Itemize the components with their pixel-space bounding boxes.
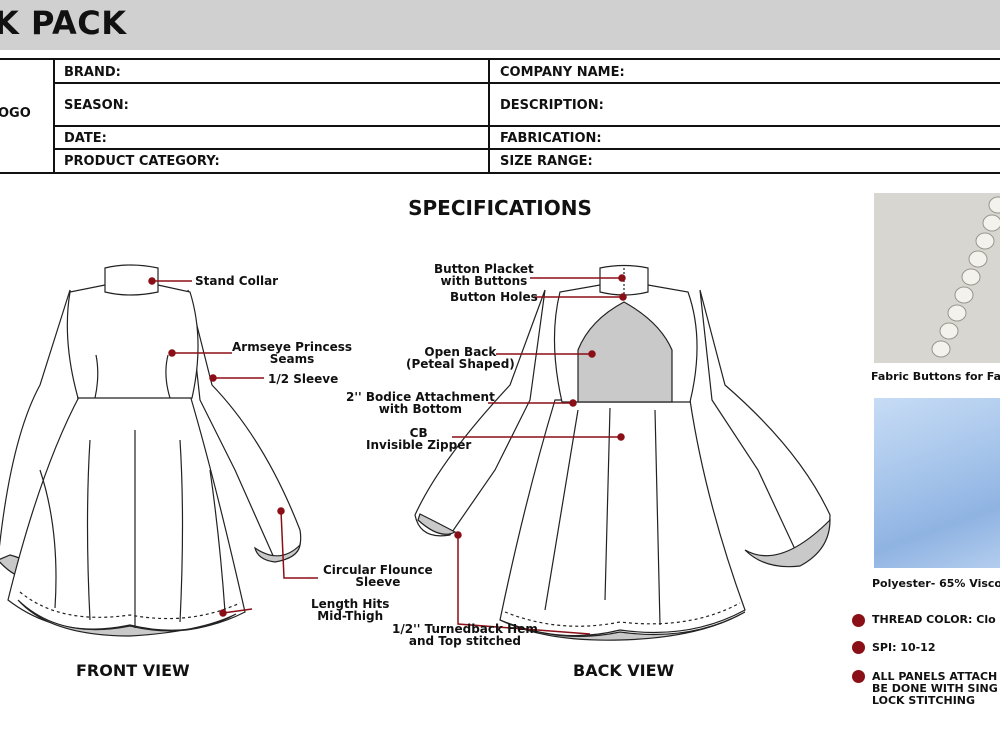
callout-invisible-zipper: CB Invisible Zipper [366,426,472,452]
fabrication-field: FABRICATION: [500,131,602,146]
table-row-divider [55,82,1000,84]
table-col-divider [488,58,490,174]
callout-circular-flounce: Circular Flounce Sleeve [323,563,433,589]
fabric-composition-caption: Polyester- 65% Visco [872,577,1000,590]
company-name-field: COMPANY NAME: [500,65,625,80]
bullet-icon [852,641,865,654]
description-field: DESCRIPTION: [500,98,604,113]
callout-armseye-princess-seams: Armseye Princess Seams [232,340,353,366]
callout-turnedback-hem: 1/2'' Turnedback Hem and Top stitched [392,622,538,648]
front-view-label: FRONT VIEW [76,661,190,680]
brand-field: BRAND: [64,65,121,80]
thread-color-note: THREAD COLOR: Clo Fal [872,613,996,626]
callout-button-placket: Button Placket with Buttons [434,262,534,288]
fabric-swatch-image [874,398,1000,568]
callout-stand-collar: Stand Collar [195,274,279,288]
table-border-bottom [0,172,1000,174]
back-view-label: BACK VIEW [573,661,675,680]
season-field: SEASON: [64,98,129,113]
info-table: OGO BRAND: COMPANY NAME: SEASON: DESCRIP… [0,58,1000,174]
date-field: DATE: [64,131,107,146]
table-col-divider [53,58,55,174]
table-row-divider [55,125,1000,127]
header-banner: K PACK [0,0,1000,50]
table-border-top [0,58,1000,60]
table-row-divider [55,148,1000,150]
fabric-buttons-caption: Fabric Buttons for Fas [871,370,1000,383]
specifications-title: SPECIFICATIONS [408,196,592,220]
logo-cell: OGO [0,106,31,121]
spi-note: SPI: 10-12 [872,641,936,654]
fabric-buttons-image [874,193,1000,363]
callout-button-holes: Button Holes [450,290,538,304]
product-category-field: PRODUCT CATEGORY: [64,154,220,169]
bullet-icon [852,670,865,683]
panels-note: ALL PANELS ATTACH BE DONE WITH SING LOCK… [872,670,998,707]
page-title: K PACK [0,4,127,42]
callout-open-back: Open Back (Peteal Shaped) [406,345,515,371]
back-view-sketch [414,264,831,641]
callout-half-sleeve: 1/2 Sleeve [268,372,339,386]
bullet-icon [852,614,865,627]
front-view-sketch [0,264,302,637]
size-range-field: SIZE RANGE: [500,154,593,169]
callout-bodice-attachment: 2'' Bodice Attachment with Bottom [346,390,495,416]
callout-length: Length Hits Mid-Thigh [311,597,390,623]
